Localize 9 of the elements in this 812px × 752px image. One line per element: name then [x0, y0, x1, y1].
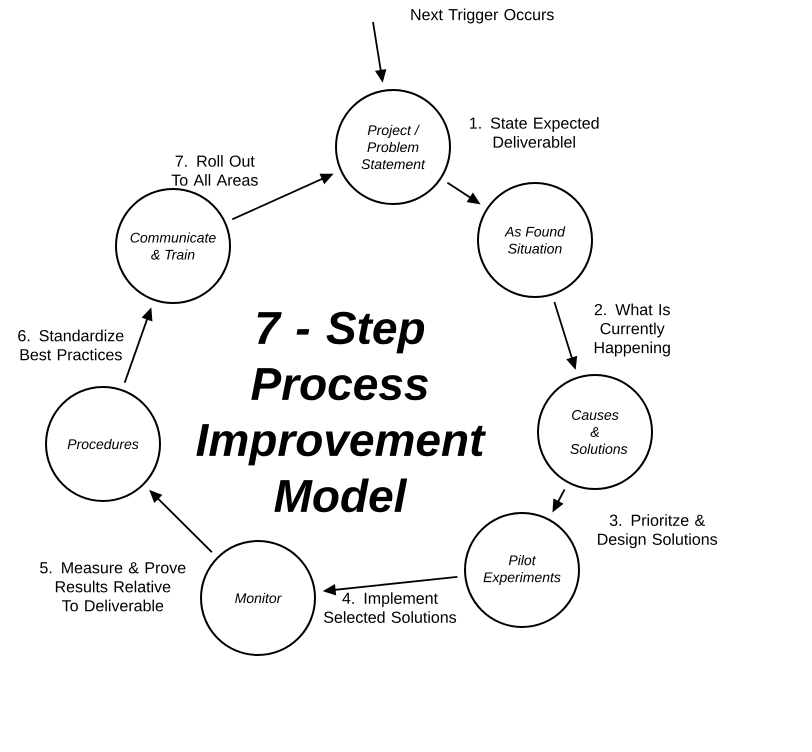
step-label: 5. Measure & Prove Results Relative To Deliverable — [40, 562, 186, 612]
step-label: 7. Roll Out To All Areas — [172, 155, 258, 186]
step-label: 4. Implement Selected Solutions — [324, 592, 456, 623]
step-label: 3. Prioritze & Design Solutions — [598, 514, 718, 548]
step-label: 6. Standardize Best Practices — [18, 330, 124, 360]
step-label: Next Trigger Occurs — [411, 8, 554, 24]
step-label: 2. What Is Currently Happening — [594, 304, 670, 356]
step-label: 1. State Expected Deliverablel — [470, 117, 599, 148]
title: 7 - Step Process Improvement Model — [196, 312, 486, 512]
